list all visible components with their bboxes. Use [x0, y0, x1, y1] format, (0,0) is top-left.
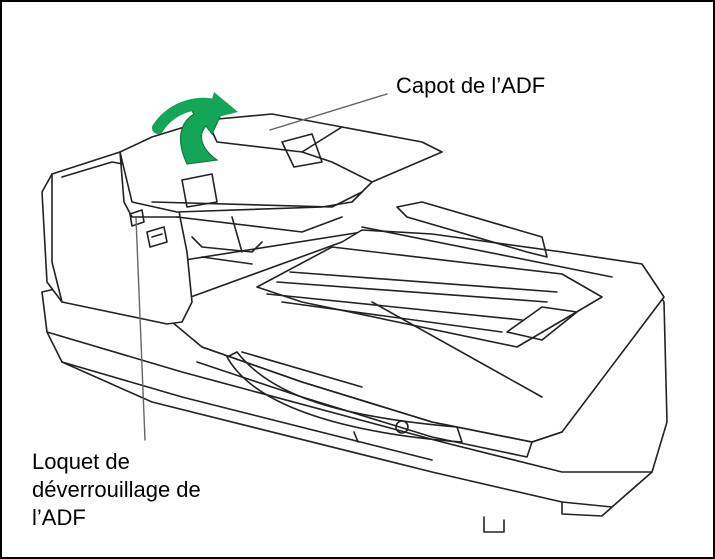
leader-line-cover: [269, 93, 388, 131]
adf-release-latch-label-line-2: déverrouillage de: [32, 477, 201, 502]
adf-cover-label: Capot de l’ADF: [396, 73, 546, 98]
adf-release-latch-label-line-3: l’ADF: [32, 505, 86, 530]
adf-release-latch-label: Loquet de déverrouillage de l’ADF: [32, 448, 201, 532]
paper-guide-left: [181, 173, 218, 208]
lid-slot: [506, 306, 578, 341]
paper-guide-right: [281, 133, 323, 168]
adf-cover-shape: [119, 113, 443, 213]
curved-arrow-open-icon: [152, 92, 238, 165]
front-button: [395, 420, 409, 434]
flatbed-window: [256, 246, 603, 348]
adf-release-latch: [129, 209, 145, 227]
front-handle: [226, 351, 463, 443]
paper-stop: [396, 201, 548, 258]
leader-line-latch: [135, 217, 146, 441]
scanner-foot: [483, 516, 505, 533]
adf-release-latch-label-line-1: Loquet de: [32, 449, 130, 474]
